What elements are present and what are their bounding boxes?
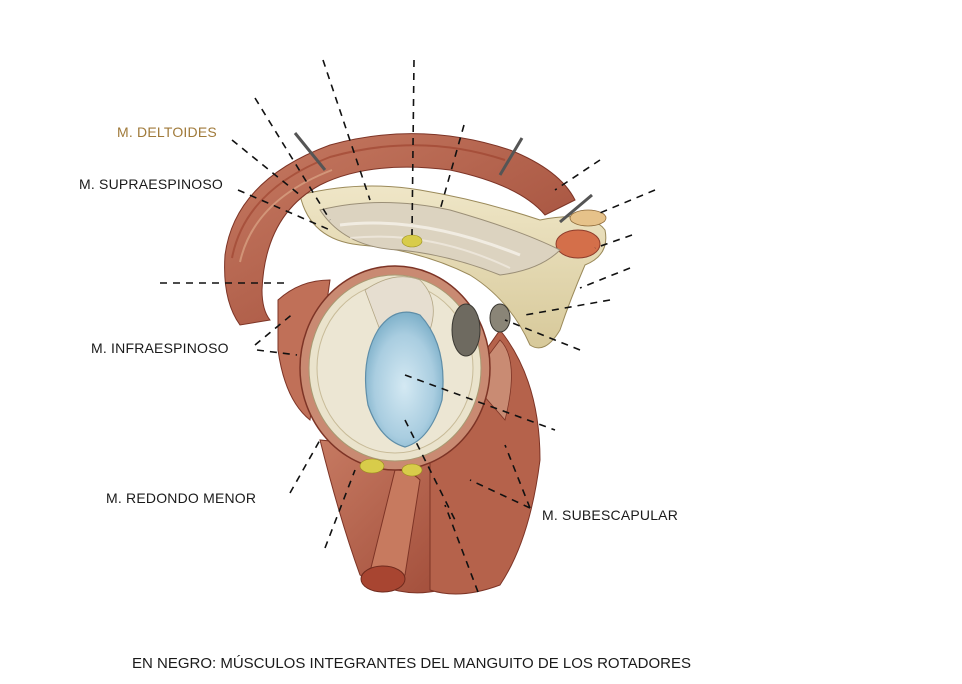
glenoid-cavity: [299, 265, 511, 471]
leader-lines: [160, 59, 656, 593]
label-subescapular: M. SUBESCAPULAR: [542, 507, 679, 523]
fat-deposits: [359, 234, 423, 477]
tendon-cross-section: [360, 565, 406, 593]
label-deltoides: M. DELTOIDES: [117, 124, 217, 140]
figure-caption: EN NEGRO: MÚSCULOS INTEGRANTES DEL MANGU…: [132, 655, 691, 672]
label-infraespinoso: M. INFRAESPINOSO: [91, 340, 229, 356]
label-supraespinoso: M. SUPRAESPINOSO: [79, 176, 224, 192]
deltoid-muscle: [224, 133, 576, 326]
label-redondo-menor: M. REDONDO MENOR: [106, 490, 257, 506]
coracoid-tip: [555, 229, 601, 259]
glenoid-cartilage: [364, 311, 444, 448]
supraspinatus-tendon: [319, 202, 561, 276]
retractors: [293, 132, 593, 224]
